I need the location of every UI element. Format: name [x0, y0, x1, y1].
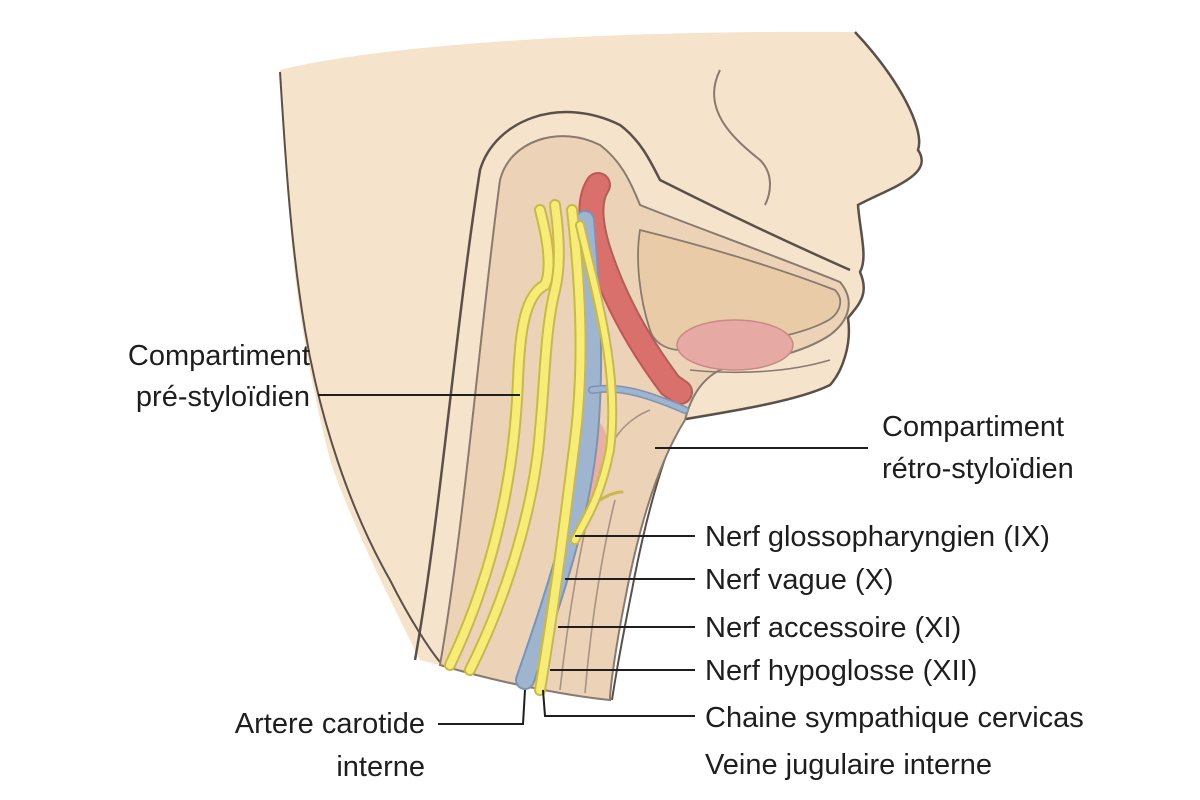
- label-retro-styloid-line1: Compartiment: [882, 411, 1064, 443]
- nerve-curl: [598, 490, 624, 502]
- internal-carotid-artery-fill: [580, 174, 691, 403]
- back-of-neck-outline: [279, 71, 441, 663]
- label-carotid-line2: interne: [336, 751, 425, 783]
- leader-lines: [318, 394, 868, 725]
- leader-carotid: [438, 689, 526, 725]
- label-retro-styloid-line2: rétro-styloïdien: [882, 453, 1074, 485]
- label-hypoglossal: Nerf hypoglosse (XII): [705, 655, 977, 687]
- muscle-oval: [676, 319, 794, 371]
- label-vagus: Nerf vague (X): [705, 564, 894, 596]
- label-sympathetic: Chaine sympathique cervicas: [705, 702, 1084, 734]
- mandible-inner-line: [689, 359, 831, 374]
- vertebral-line-2: [584, 499, 616, 694]
- outer-pharynx-wall: [413, 110, 851, 661]
- cheek-line: [713, 69, 771, 206]
- label-pre-styloid-line2: pré-styloïdien: [136, 381, 310, 413]
- label-glossopharyngeal: Nerf glossopharyngien (IX): [705, 521, 1050, 553]
- label-accessory: Nerf accessoire (XI): [705, 612, 961, 644]
- face-profile-outline: [679, 31, 923, 422]
- leader-sympathetic: [542, 689, 695, 717]
- nerves: [444, 199, 624, 696]
- label-jugular: Veine jugulaire interne: [705, 749, 992, 781]
- vein-branch-fill: [589, 386, 688, 413]
- label-carotid-line1: Artere carotide: [235, 708, 425, 740]
- label-pre-styloid-line1: Compartiment: [128, 340, 310, 372]
